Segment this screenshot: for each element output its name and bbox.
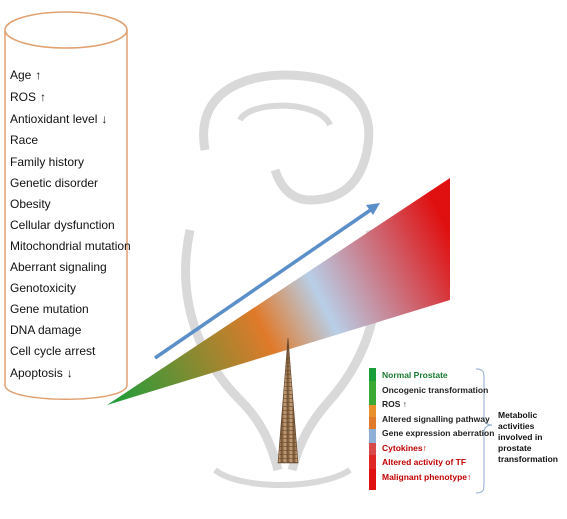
risk-factor-label: Family history <box>10 155 85 169</box>
risk-factor-label: Genetic disorder <box>10 176 99 190</box>
risk-factor-item: Cell cycle arrest <box>10 344 99 358</box>
risk-factor-item: Antioxidant level↓ <box>10 112 107 126</box>
risk-factor-item: ROS↑ <box>10 90 46 104</box>
risk-factor-label: Mitochondrial mutation <box>10 239 131 253</box>
risk-factor-item: DNA damage <box>10 323 85 337</box>
risk-factor-label: Obesity <box>10 197 51 211</box>
risk-factor-label: DNA damage <box>10 323 82 337</box>
risk-factor-item: Age↑ <box>10 68 41 82</box>
fulcrum-stand <box>277 337 299 464</box>
risk-factor-label: Antioxidant level <box>10 112 98 126</box>
trend-arrow: ↑ <box>35 68 42 82</box>
legend-item: Altered activity of TF <box>382 457 467 467</box>
legend-item: Gene expression aberration <box>382 428 495 438</box>
progression-arrow <box>154 203 380 360</box>
risk-factor-item: Obesity <box>10 197 55 211</box>
legend-item: ROS ↑ <box>382 399 408 409</box>
risk-factor-item: Cellular dysfunction <box>10 218 119 232</box>
risk-factor-item: Apoptosis↓ <box>10 366 73 380</box>
risk-factor-item: Family history <box>10 155 88 169</box>
legend-bracket <box>475 368 493 494</box>
trend-arrow: ↑ <box>40 90 47 104</box>
risk-factor-label: Cell cycle arrest <box>10 344 96 358</box>
risk-factor-item: Aberrant signaling <box>10 260 111 274</box>
legend-summary: Metabolic activities involved in prostat… <box>498 410 558 464</box>
risk-factor-item: Genotoxicity <box>10 281 80 295</box>
risk-factor-label: Aberrant signaling <box>10 260 107 274</box>
risk-factor-item: Gene mutation <box>10 302 93 316</box>
risk-factor-cylinder <box>4 11 128 400</box>
cylinder-body <box>4 30 128 400</box>
risk-factor-label: ROS <box>10 90 37 104</box>
risk-factor-item: Genetic disorder <box>10 176 102 190</box>
legend-item: Altered signalling pathway <box>382 413 490 424</box>
trend-arrow: ↓ <box>66 366 73 380</box>
risk-factor-item: Mitochondrial mutation <box>10 239 135 253</box>
trend-arrow: ↓ <box>101 112 108 126</box>
cylinder-top <box>4 11 128 49</box>
legend-item: Malignant phenotype↑ <box>382 471 472 482</box>
legend-item: Oncogenic transformation <box>382 384 489 395</box>
risk-factor-label: Genotoxicity <box>10 281 77 295</box>
legend-item: Normal Prostate <box>382 370 448 380</box>
risk-factor-label: Age <box>10 68 32 82</box>
legend-color-strip <box>369 368 376 490</box>
risk-factor-label: Gene mutation <box>10 302 89 316</box>
legend-item: Cytokines↑ <box>382 442 427 453</box>
risk-factor-label: Apoptosis <box>10 366 63 380</box>
transformation-wedge <box>107 178 450 405</box>
risk-factor-item: Race <box>10 133 42 147</box>
risk-factor-label: Cellular dysfunction <box>10 218 115 232</box>
risk-factor-label: Race <box>10 133 39 147</box>
